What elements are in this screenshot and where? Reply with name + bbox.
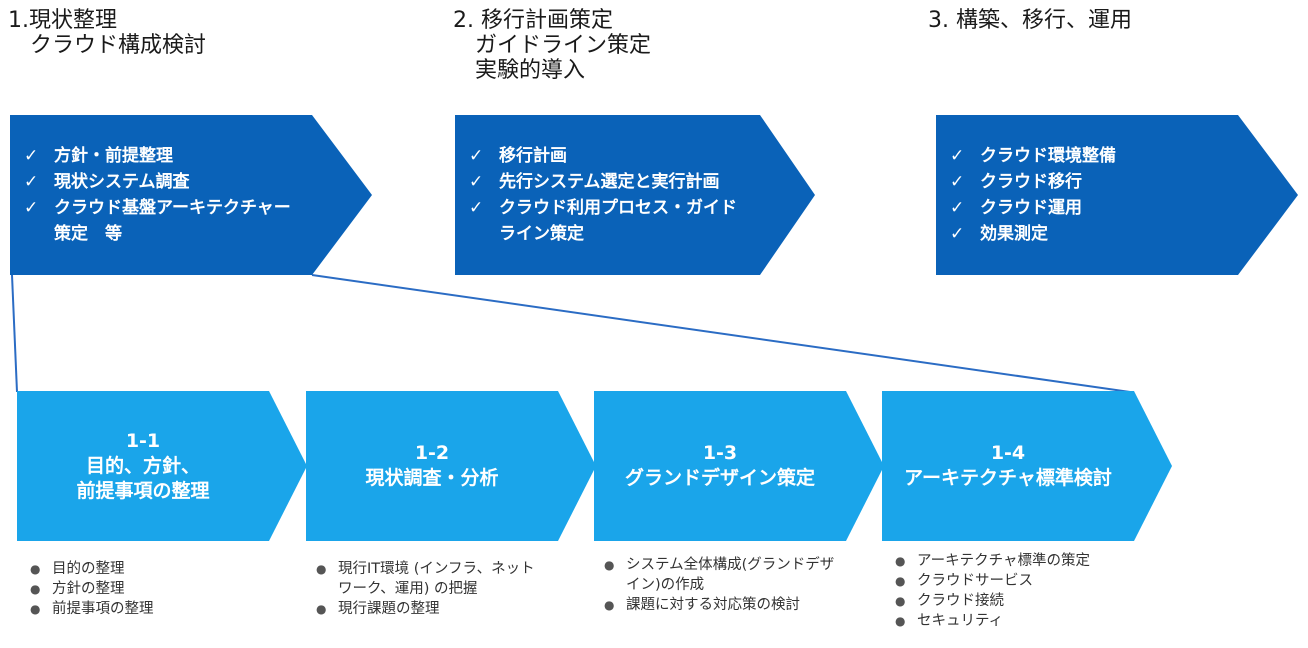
step-1-4-arrow: 1-4 アーキテクチャ標準検討 <box>882 391 1172 541</box>
phase-3-item: ✓クラウド運用 <box>950 195 1116 221</box>
phase-1-title: 1.現状整理 クラウド構成検討 <box>8 8 207 58</box>
step-1-1-bullets: ●目的の整理 ●方針の整理 ●前提事項の整理 <box>30 559 154 619</box>
phase-1-item: ✓クラウド基盤アーキテクチャー 策定 等 <box>24 195 291 247</box>
bullet-dot-icon: ● <box>895 594 906 608</box>
phase-2-item: ✓クラウド利用プロセス・ガイド ライン策定 <box>469 195 737 247</box>
step-1-4-bullets: ●アーキテクチャ標準の策定 ●クラウドサービス ●クラウド接続 ●セキュリティ <box>895 551 1090 631</box>
bullet-dot-icon: ● <box>604 558 615 572</box>
check-icon: ✓ <box>24 146 39 166</box>
phase-1-item: ✓方針・前提整理 <box>24 143 291 169</box>
step-number: 1-3 <box>702 442 738 464</box>
step-1-1-arrow: 1-1 目的、方針、 前提事項の整理 <box>17 391 307 541</box>
step-1-3-arrow: 1-3 グランドデザイン策定 <box>594 391 884 541</box>
phase-1-arrow: ✓方針・前提整理 ✓現状システム調査 ✓クラウド基盤アーキテクチャー 策定 等 <box>10 115 372 275</box>
bullet-item: ●クラウドサービス <box>895 573 1033 589</box>
bullet-dot-icon: ● <box>30 582 41 596</box>
connector-line-left <box>11 274 18 393</box>
step-number: 1-1 <box>125 429 161 452</box>
check-icon: ✓ <box>469 198 484 218</box>
step-1-2-arrow: 1-2 現状調査・分析 <box>306 391 596 541</box>
step-title: グランドデザイン策定 <box>624 467 815 489</box>
phase-3-item: ✓クラウド移行 <box>950 169 1116 195</box>
bullet-dot-icon: ● <box>895 574 906 588</box>
bullet-dot-icon: ● <box>30 602 41 616</box>
step-title: アーキテクチャ標準検討 <box>904 467 1112 489</box>
phase-2-items: ✓移行計画 ✓先行システム選定と実行計画 ✓クラウド利用プロセス・ガイド ライン… <box>469 143 737 247</box>
bullet-item: ●前提事項の整理 <box>30 601 154 617</box>
bullet-item: ●目的の整理 <box>30 561 125 577</box>
step-1-2-bullets: ●現行IT環境 (インフラ、ネット ワーク、運用) の把握 ●現行課題の整理 <box>316 559 535 619</box>
phase-2-item: ✓移行計画 <box>469 143 737 169</box>
bullet-item: ●セキュリティ <box>895 613 1004 629</box>
check-icon: ✓ <box>950 146 965 166</box>
phase-3-title: 3. 構築、移行、運用 <box>928 8 1132 33</box>
phase-1-item: ✓現状システム調査 <box>24 169 291 195</box>
connector-line-right <box>311 274 1131 393</box>
check-icon: ✓ <box>469 172 484 192</box>
bullet-item: ●方針の整理 <box>30 581 125 597</box>
bullet-dot-icon: ● <box>316 602 327 616</box>
phase-1-items: ✓方針・前提整理 ✓現状システム調査 ✓クラウド基盤アーキテクチャー 策定 等 <box>24 143 291 247</box>
step-number: 1-2 <box>414 442 450 464</box>
phase-2-title: 2. 移行計画策定 ガイドライン策定 実験的導入 <box>453 8 652 83</box>
check-icon: ✓ <box>469 146 484 166</box>
phase-2-item: ✓先行システム選定と実行計画 <box>469 169 737 195</box>
phase-3-item: ✓効果測定 <box>950 221 1116 247</box>
step-number: 1-4 <box>990 442 1026 464</box>
bullet-item: ●アーキテクチャ標準の策定 <box>895 553 1090 569</box>
bullet-item: ●現行IT環境 (インフラ、ネット ワーク、運用) の把握 <box>316 561 535 597</box>
bullet-item: ●システム全体構成(グランドデザ イン)の作成 <box>604 557 835 593</box>
phase-3-item: ✓クラウド環境整備 <box>950 143 1116 169</box>
bullet-dot-icon: ● <box>30 562 41 576</box>
phase-3-items: ✓クラウド環境整備 ✓クラウド移行 ✓クラウド運用 ✓効果測定 <box>950 143 1116 247</box>
check-icon: ✓ <box>950 198 965 218</box>
bullet-dot-icon: ● <box>895 614 906 628</box>
check-icon: ✓ <box>24 198 39 218</box>
step-1-3-bullets: ●システム全体構成(グランドデザ イン)の作成 ●課題に対する対応策の検討 <box>604 555 834 615</box>
phase-3-arrow: ✓クラウド環境整備 ✓クラウド移行 ✓クラウド運用 ✓効果測定 <box>936 115 1298 275</box>
step-title: 目的、方針、 前提事項の整理 <box>76 454 210 502</box>
check-icon: ✓ <box>24 172 39 192</box>
bullet-dot-icon: ● <box>604 598 615 612</box>
bullet-dot-icon: ● <box>895 554 906 568</box>
bullet-item: ●課題に対する対応策の検討 <box>604 597 800 613</box>
bullet-dot-icon: ● <box>316 562 327 576</box>
bullet-item: ●クラウド接続 <box>895 593 1004 609</box>
check-icon: ✓ <box>950 224 965 244</box>
bullet-item: ●現行課題の整理 <box>316 601 440 617</box>
phase-2-arrow: ✓移行計画 ✓先行システム選定と実行計画 ✓クラウド利用プロセス・ガイド ライン… <box>455 115 815 275</box>
check-icon: ✓ <box>950 172 965 192</box>
step-title: 現状調査・分析 <box>365 467 499 489</box>
